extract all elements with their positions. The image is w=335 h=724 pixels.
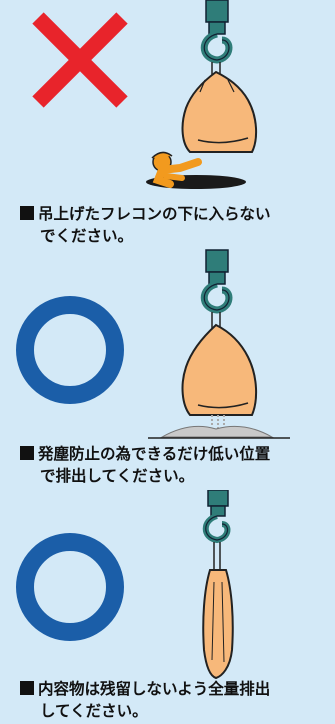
red-x-icon (32, 12, 128, 108)
discharge-pile-icon (148, 415, 290, 439)
panel-1-illustration (32, 0, 258, 189)
bullet-square-icon (20, 206, 34, 220)
panel-full-discharge: 内容物は残留しないよう全量排出してください。 (0, 490, 335, 724)
worker-icon (146, 151, 246, 189)
crane-hook-icon (202, 490, 231, 544)
bulk-bag-icon (181, 62, 258, 153)
panel-2-illustration (16, 249, 290, 439)
bullet-square-icon (20, 446, 34, 460)
blue-circle-icon (16, 296, 124, 404)
panel-low-discharge: 発塵防止の為できるだけ低い位置で排出してください。 (0, 245, 335, 485)
caption-low-discharge: 発塵防止の為できるだけ低い位置で排出してください。 (20, 443, 335, 487)
caption-prohibited: 吊上げたフレコンの下に入らないでください。 (20, 203, 335, 247)
empty-bag-icon (202, 542, 234, 680)
panel-3-illustration (16, 490, 234, 680)
crane-hook-icon (200, 249, 233, 314)
caption-full-discharge: 内容物は残留しないよう全量排出してください。 (20, 678, 335, 722)
panel-prohibited: 吊上げたフレコンの下に入らないでください。 (0, 0, 335, 245)
blue-circle-icon (16, 533, 124, 641)
bulk-bag-icon (181, 312, 258, 416)
bullet-square-icon (20, 681, 34, 695)
crane-hook-icon (200, 0, 233, 64)
